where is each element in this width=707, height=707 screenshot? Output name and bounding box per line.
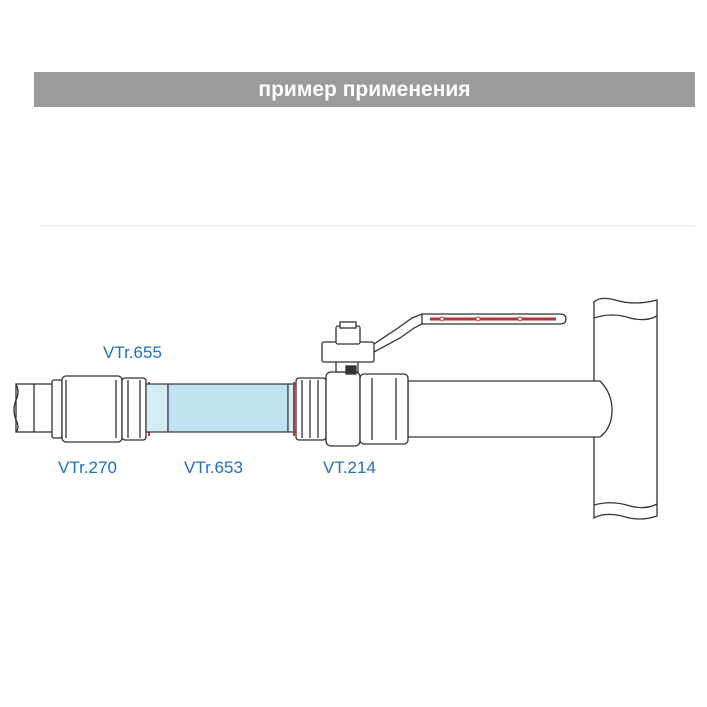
label-vtr653: VTr.653: [184, 458, 243, 477]
section-title: пример применения: [258, 78, 471, 101]
label-vt214: VT.214: [323, 458, 376, 477]
pipe-segment-vtr653: [145, 383, 299, 433]
label-vtr655: VTr.655: [103, 343, 162, 362]
label-vtr270: VTr.270: [58, 458, 117, 477]
vertical-main-pipe: [593, 297, 658, 520]
left-pipe: [13, 383, 57, 433]
union-fitting-vtr270: [51, 375, 147, 443]
ball-valve-vt214: [295, 321, 409, 447]
section-title-banner: пример применения: [34, 72, 695, 107]
valve-handle: [373, 313, 567, 353]
branch-pipe: [407, 380, 613, 438]
